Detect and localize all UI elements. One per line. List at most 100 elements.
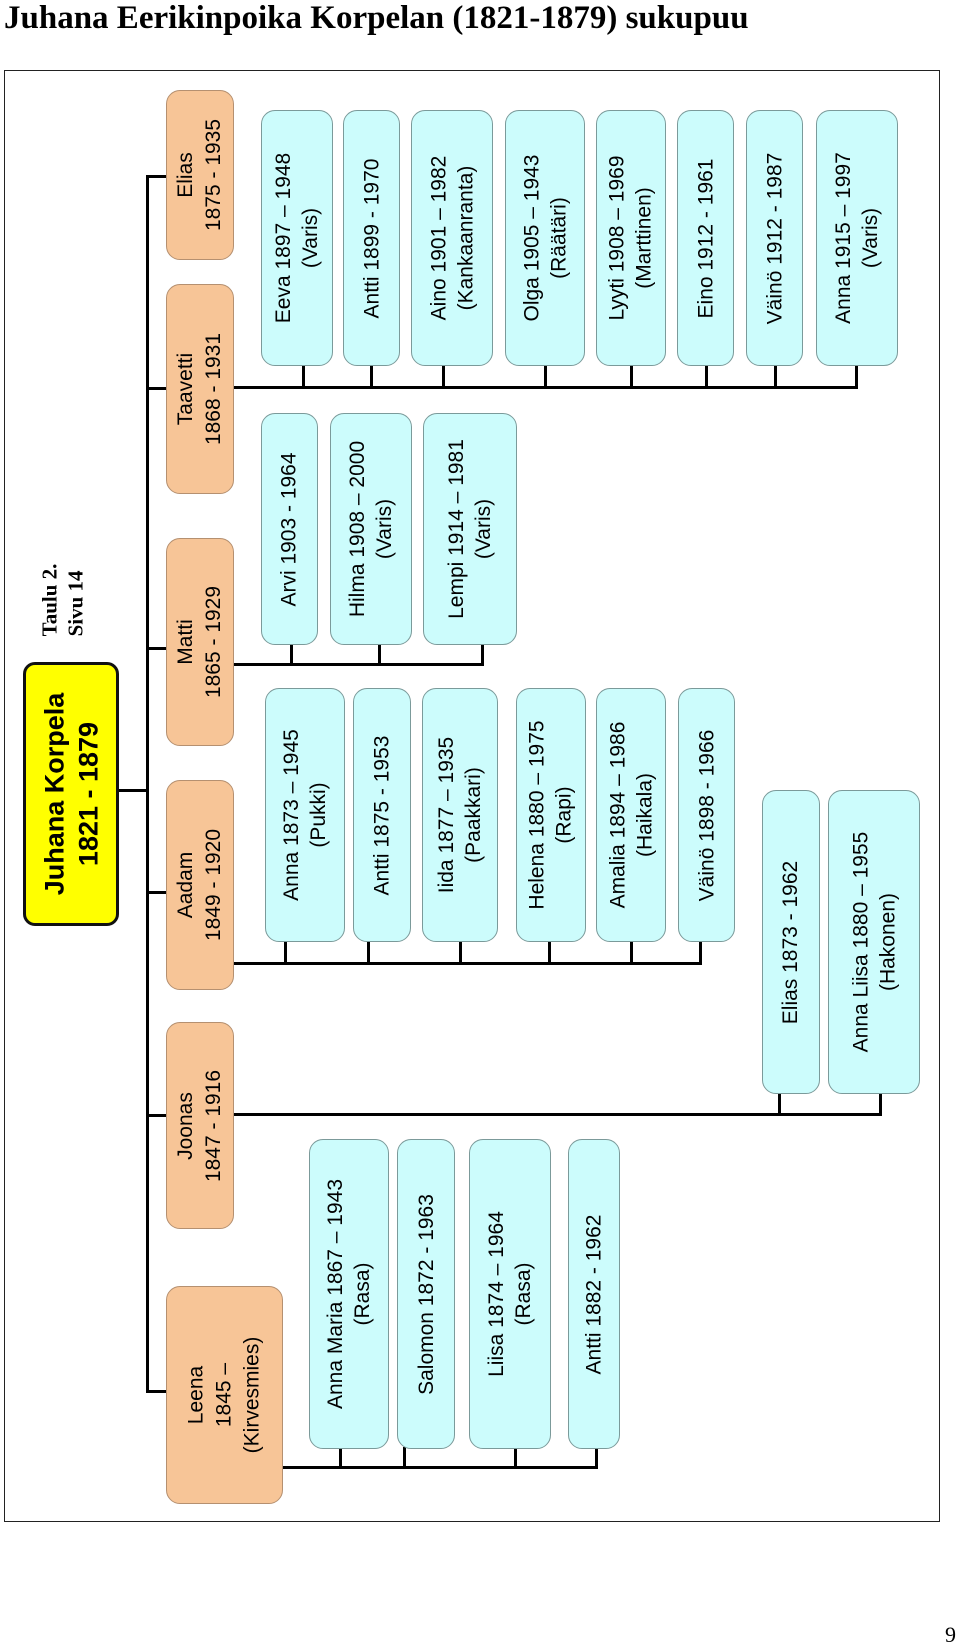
grandchild-spouse: (Marttinen) [633,187,656,289]
drop-hilma [378,643,381,665]
root-connector [116,789,148,792]
grandchild-spouse: (Rapi) [553,786,577,844]
grandchild-spouse: (Pukki) [307,782,331,848]
child-note: (Kirvesmies) [240,1336,264,1454]
drop-aino [442,364,445,388]
grandchild-name-years: Anna Maria 1867 – 1943 [324,1178,348,1410]
matti-bus [230,663,484,666]
grandchild-box-anna-1915: Anna 1915 – 1997 (Varis) [816,110,898,366]
child-years: 1868 - 1931 [202,332,226,446]
drop-vaino-1912 [774,364,777,388]
drop-iida [459,940,462,964]
grandchild-spouse: (Varis) [472,498,495,560]
stub-leena [146,1390,166,1393]
child-name: Taavetti [174,352,198,426]
drop-eeva [302,364,305,388]
child-years: 1849 - 1920 [202,828,226,942]
child-name: Elias [174,152,198,198]
leena-bus [280,1466,598,1469]
drop-antti-1882 [595,1447,598,1468]
grandchild-name-years: Antti 1875 - 1953 [370,735,394,895]
grandchild-box-elias-1873: Elias 1873 - 1962 [762,790,820,1094]
drop-elias-1873 [778,1092,781,1115]
tree-frame [4,70,940,1522]
drop-amalia [630,940,633,964]
drop-olga [544,364,547,388]
root-name: Juhana Korpela [39,692,69,896]
grandchild-name-years: Eeva 1897 – 1948 [272,152,296,324]
root-years: 1821 - 1879 [73,721,103,867]
grandchild-box-antti-1882: Antti 1882 - 1962 [568,1139,620,1449]
grandchild-name-years: Väinö 1912 - 1987 [763,152,787,324]
grandchild-name-years: Helena 1880 – 1975 [526,720,550,910]
grandchild-spouse: (Rasa) [512,1262,535,1326]
child-name: Leena [184,1365,208,1425]
grandchild-name-years: Elias 1873 - 1962 [779,860,803,1024]
grandchild-box-amalia: Amalia 1894 – 1986 (Haikala) [596,688,666,942]
root-person-box: Juhana Korpela 1821 - 1879 [23,662,119,926]
grandchild-name-years: Eino 1912 - 1961 [694,158,717,318]
grandchild-box-anna-1873: Anna 1873 – 1945 (Pukki) [265,688,345,942]
child-box-joonas: Joonas 1847 - 1916 [166,1022,234,1229]
grandchild-name-years: Hilma 1908 – 2000 [346,440,370,618]
grandchild-name-years: Amalia 1894 – 1986 [606,721,629,909]
drop-antti-1899 [370,364,373,388]
drop-salomon [403,1447,406,1468]
grandchild-box-arvi: Arvi 1903 - 1964 [261,413,318,645]
joonas-bus [230,1113,882,1116]
drop-anna-maria [339,1447,342,1468]
drop-anna-1915 [855,364,858,388]
grandchild-box-lempi: Lempi 1914 – 1981 (Varis) [423,413,517,645]
page-number: 9 [945,1622,956,1647]
grandchild-name-years: Antti 1882 - 1962 [582,1214,606,1374]
grandchild-name-years: Anna 1915 – 1997 [832,152,856,324]
drop-anna-1873 [284,940,287,964]
grandchild-box-vaino-1898: Väinö 1898 - 1966 [678,688,735,942]
grandchild-box-antti-1899: Antti 1899 - 1970 [343,110,400,366]
drop-liisa [514,1447,517,1468]
grandchild-name-years: Liisa 1874 – 1964 [485,1211,508,1377]
grandchild-box-salomon: Salomon 1872 - 1963 [397,1139,455,1449]
grandchild-name-years: Anna Liisa 1880 – 1955 [849,831,872,1053]
drop-arvi [290,643,293,665]
drop-lempi [481,643,484,665]
drop-lyyti [630,364,633,388]
child-years: 1875 - 1935 [202,118,226,232]
grandchild-spouse: (Rasa) [351,1262,375,1326]
child-box-aadam: Aadam 1849 - 1920 [166,780,234,990]
child-box-matti: Matti 1865 - 1929 [166,538,234,746]
grandchild-name-years: Väinö 1898 - 1966 [695,729,719,901]
trunk-line [146,175,149,1393]
grandchild-name-years: Aino 1901 – 1982 [427,155,450,321]
child-box-elias: Elias 1875 - 1935 [166,90,234,260]
child-years: 1865 - 1929 [202,585,226,699]
drop-anna-liisa [879,1092,882,1115]
grandchild-name-years: Olga 1905 – 1943 [520,154,544,322]
drop-helena [548,940,551,964]
grandchild-box-aino: Aino 1901 – 1982 (Kankaanranta) [411,110,493,366]
stub-joonas [146,1114,166,1117]
child-name: Matti [174,619,198,665]
grandchild-box-anna-maria: Anna Maria 1867 – 1943 (Rasa) [309,1139,389,1449]
grandchild-name-years: Lempi 1914 – 1981 [445,439,468,619]
grandchild-box-helena: Helena 1880 – 1975 (Rapi) [516,688,586,942]
grandchild-box-hilma: Hilma 1908 – 2000 (Varis) [330,413,412,645]
grandchild-box-antti-1875: Antti 1875 - 1953 [353,688,411,942]
stub-matti [146,647,166,650]
stub-taavetti [146,387,166,390]
child-name: Aadam [174,851,198,919]
grandchild-box-iida: Iida 1877 – 1935 (Paakkari) [422,688,498,942]
drop-vaino-1898 [699,940,702,964]
drop-eino [705,364,708,388]
child-years: 1847 - 1916 [202,1069,226,1182]
child-box-taavetti: Taavetti 1868 - 1931 [166,284,234,494]
child-box-leena: Leena 1845 – (Kirvesmies) [166,1286,283,1504]
grandchild-box-vaino-1912: Väinö 1912 - 1987 [746,110,803,366]
grandchild-box-liisa: Liisa 1874 – 1964 (Rasa) [469,1139,551,1449]
grandchild-box-olga: Olga 1905 – 1943 (Räätäri) [505,110,585,366]
grandchild-spouse: (Hakonen) [876,892,899,992]
grandchild-name-years: Lyyti 1908 – 1969 [606,155,629,321]
grandchild-spouse: (Varis) [373,498,397,560]
grandchild-box-lyyti: Lyyti 1908 – 1969 (Marttinen) [596,110,666,366]
grandchild-name-years: Anna 1873 – 1945 [280,729,304,901]
